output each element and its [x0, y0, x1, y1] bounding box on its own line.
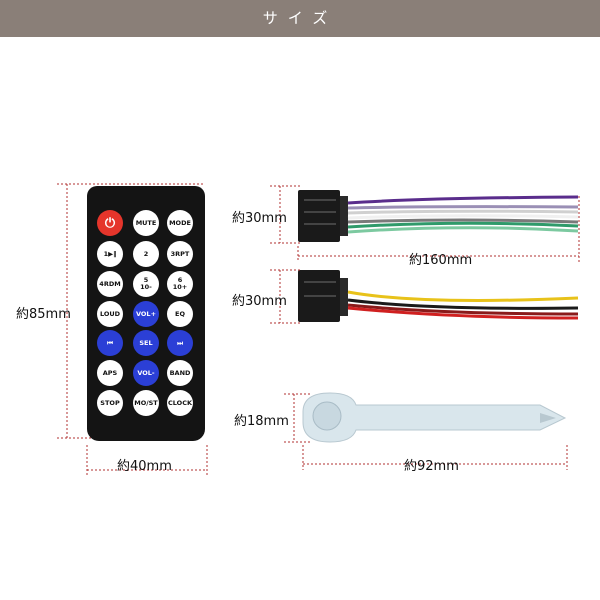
- page-title: サイズ: [262, 9, 338, 27]
- remote-button: ⏮: [97, 330, 123, 356]
- tool-dimension-lines: [284, 393, 568, 470]
- remote-button: APS: [97, 360, 123, 386]
- remote-button: MUTE: [133, 210, 159, 236]
- remote-button: CLOCK: [167, 390, 193, 416]
- connector-2-wires: [347, 290, 579, 320]
- remote-control: ⏻ MUTE MODE 1▶‖ 2 3RPT 4RDM 5 10- 6 10+ LOUD VOL+ E…: [87, 186, 205, 441]
- remote-button: SEL: [133, 330, 159, 356]
- connector-1-wires: [347, 195, 579, 234]
- remote-button: LOUD: [97, 301, 123, 327]
- remote-button: 3RPT: [167, 241, 193, 267]
- remote-button: 4RDM: [97, 271, 123, 297]
- remote-button: ⏭: [167, 330, 193, 356]
- remote-button: VOL-: [133, 360, 159, 386]
- remote-dimension-lines: [57, 183, 208, 475]
- harness-length-label: 約160mm: [409, 253, 473, 268]
- connector-2: [298, 270, 348, 322]
- remote-button: MODE: [167, 210, 193, 236]
- remote-button: STOP: [97, 390, 123, 416]
- remote-button: 6 10+: [167, 271, 193, 297]
- removal-tool: [302, 392, 567, 443]
- remote-button: BAND: [167, 360, 193, 386]
- tool-height-label: 約18mm: [234, 414, 289, 429]
- harness-dimension-lines: [270, 185, 580, 324]
- remote-width-label: 約40mm: [117, 459, 172, 474]
- remote-button: ⏻: [97, 210, 123, 236]
- header-bar: サイズ: [0, 0, 600, 37]
- remote-button: 1▶‖: [97, 241, 123, 267]
- remote-button: 5 10-: [133, 271, 159, 297]
- remote-button: MO/ST: [133, 390, 159, 416]
- tool-length-label: 約92mm: [404, 459, 459, 474]
- remote-height-label: 約85mm: [16, 307, 71, 322]
- remote-button: EQ: [167, 301, 193, 327]
- connector-1: [298, 190, 348, 242]
- connector-1-size-label: 約30mm: [232, 211, 287, 226]
- remote-button: VOL+: [133, 301, 159, 327]
- connector-2-size-label: 約30mm: [232, 294, 287, 309]
- remote-button: 2: [133, 241, 159, 267]
